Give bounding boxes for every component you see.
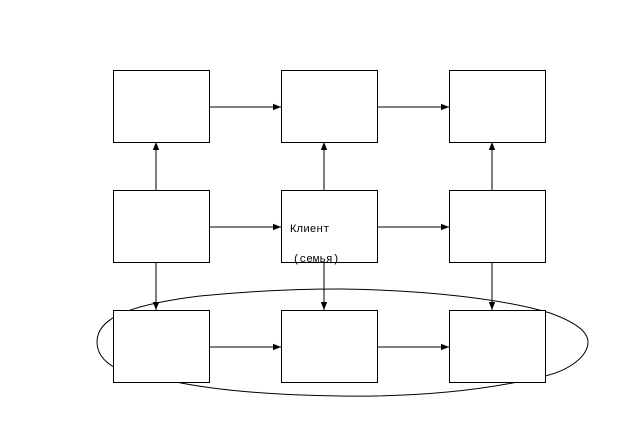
node-box-n12 — [281, 70, 378, 143]
node-box-n33 — [449, 310, 546, 383]
node-box-n32 — [281, 310, 378, 383]
node-layer: Клиент (семья) — [113, 70, 546, 383]
node-box-n23 — [449, 190, 546, 263]
node-rect-n11 — [113, 70, 210, 143]
node-box-n22: Клиент (семья) — [281, 190, 378, 266]
node-box-n13 — [449, 70, 546, 143]
node-box-n11 — [113, 70, 210, 143]
node-label-n22-line-1: Клиент — [290, 224, 330, 236]
node-rect-n22 — [281, 190, 378, 263]
node-rect-n23 — [449, 190, 546, 263]
node-rect-n12 — [281, 70, 378, 143]
node-rect-n13 — [449, 70, 546, 143]
bottom-row-enclosure-ellipse — [96, 288, 589, 397]
node-box-n31 — [113, 310, 210, 383]
edge-layer — [152, 103, 496, 351]
enclosure-layer — [96, 288, 589, 397]
node-rect-n31 — [113, 310, 210, 383]
node-rect-n33 — [449, 310, 546, 383]
node-rect-n21 — [113, 190, 210, 263]
node-rect-n32 — [281, 310, 378, 383]
node-label-n22-line-2: (семья) — [293, 254, 339, 266]
node-box-n21 — [113, 190, 210, 263]
